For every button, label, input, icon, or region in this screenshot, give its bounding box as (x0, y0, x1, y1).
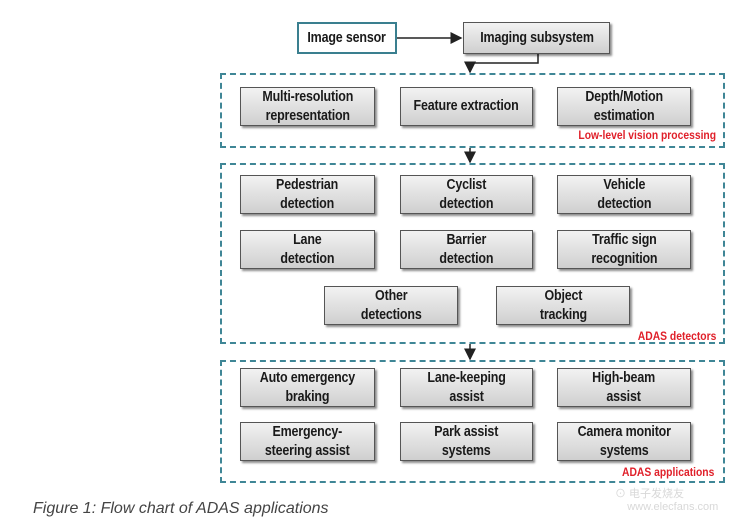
box-label: Pedestrian detection (276, 176, 339, 212)
imaging-subsystem-label: Imaging subsystem (479, 29, 594, 46)
feature-extraction-box: Feature extraction (400, 87, 533, 126)
box-label: High-beam assist (592, 369, 656, 405)
depth-motion-box: Depth/Motion estimation (557, 87, 691, 126)
multi-resolution-box: Multi-resolution representation (240, 87, 375, 126)
box-label: Auto emergency braking (259, 369, 356, 405)
adas-detectors-label: ADAS detectors (637, 329, 716, 343)
imaging-subsystem-box: Imaging subsystem (463, 22, 610, 54)
box-label: Traffic sign recognition (590, 231, 658, 267)
cyclist-detection-box: Cyclist detection (400, 175, 533, 214)
high-beam-box: High-beam assist (557, 368, 691, 407)
figure-caption: Figure 1: Flow chart of ADAS application… (33, 500, 329, 517)
box-label: Other detections (360, 287, 422, 323)
watermark-logo: ⊙ 电子发烧友 www.elecfans.com (615, 488, 719, 513)
box-label: Multi-resolution representation (262, 88, 353, 124)
other-detections-box: Other detections (324, 286, 458, 325)
lane-keeping-box: Lane-keeping assist (400, 368, 533, 407)
park-assist-box: Park assist systems (400, 422, 533, 461)
traffic-sign-box: Traffic sign recognition (557, 230, 691, 269)
low-level-vision-group (220, 73, 725, 148)
image-sensor-box: Image sensor (297, 22, 397, 54)
box-label: Lane detection (280, 231, 335, 267)
arrow-subsystem-to-low-level (464, 54, 539, 74)
object-tracking-box: Object tracking (496, 286, 630, 325)
box-label: Emergency- steering assist (265, 423, 350, 459)
box-label: Object tracking (539, 287, 587, 323)
box-label: Depth/Motion estimation (585, 88, 663, 124)
adas-applications-group (220, 360, 725, 483)
pedestrian-detection-box: Pedestrian detection (240, 175, 375, 214)
auto-emergency-braking-box: Auto emergency braking (240, 368, 375, 407)
lane-detection-box: Lane detection (240, 230, 375, 269)
emergency-steering-box: Emergency- steering assist (240, 422, 375, 461)
box-label: Barrier detection (439, 231, 494, 267)
box-label: Vehicle detection (597, 176, 651, 212)
box-label: Camera monitor systems (577, 423, 671, 459)
box-label: Lane-keeping assist (427, 369, 506, 405)
low-level-vision-label: Low-level vision processing (578, 128, 716, 142)
box-label: Park assist systems (434, 423, 499, 459)
adas-detectors-group (220, 163, 725, 344)
barrier-detection-box: Barrier detection (400, 230, 533, 269)
box-label: Cyclist detection (439, 176, 494, 212)
vehicle-detection-box: Vehicle detection (557, 175, 691, 214)
camera-monitor-box: Camera monitor systems (557, 422, 691, 461)
adas-applications-label: ADAS applications (621, 465, 714, 479)
image-sensor-label: Image sensor (307, 29, 387, 46)
box-label: Feature extraction (413, 98, 519, 114)
